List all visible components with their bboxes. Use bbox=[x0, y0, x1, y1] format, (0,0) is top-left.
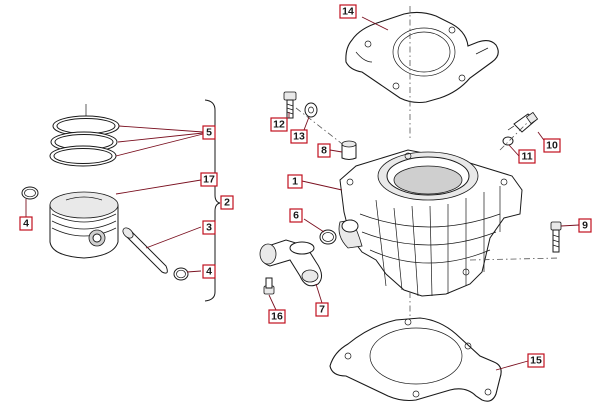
piston-rings bbox=[49, 104, 120, 167]
callout-3: 3 bbox=[202, 220, 216, 235]
callout-17: 17 bbox=[200, 172, 218, 187]
bolt-12 bbox=[283, 91, 297, 119]
callout-7-label: 7 bbox=[319, 304, 325, 316]
callout-2-label: 2 bbox=[224, 197, 230, 209]
leader-14 bbox=[361, 16, 389, 31]
leader-1 bbox=[301, 180, 343, 191]
callout-4-left-label: 4 bbox=[23, 218, 29, 230]
callout-14-label: 14 bbox=[342, 6, 354, 18]
leader-9 bbox=[560, 224, 580, 227]
leader-15 bbox=[495, 360, 529, 371]
callout-9-label: 9 bbox=[582, 220, 588, 232]
washer-13 bbox=[304, 102, 318, 118]
callout-8-label: 8 bbox=[321, 145, 327, 157]
piston-pin bbox=[122, 227, 168, 274]
leader-11 bbox=[508, 144, 520, 157]
callout-15: 15 bbox=[527, 353, 545, 368]
callout-17-label: 17 bbox=[203, 174, 215, 186]
callout-12: 12 bbox=[270, 117, 288, 132]
leaders-piston-group bbox=[25, 125, 204, 273]
sensor-centerline bbox=[499, 121, 529, 151]
cylinder-block bbox=[338, 149, 523, 297]
callout-13: 13 bbox=[290, 129, 308, 144]
leader-16 bbox=[268, 294, 277, 311]
callout-10-label: 10 bbox=[546, 140, 558, 152]
bolt-centerline bbox=[469, 257, 561, 261]
water-fitting-7 bbox=[259, 239, 322, 287]
callout-5-label: 5 bbox=[206, 127, 212, 139]
callout-3-label: 3 bbox=[206, 222, 212, 234]
bolt-16 bbox=[263, 277, 275, 295]
callout-6: 6 bbox=[289, 208, 303, 223]
piston-group-bracket bbox=[204, 99, 221, 302]
leader-6 bbox=[303, 218, 325, 233]
bolt-9 bbox=[550, 221, 562, 253]
bolt-12-centerline bbox=[295, 107, 351, 151]
leader-13 bbox=[303, 116, 310, 131]
callout-12-label: 12 bbox=[273, 119, 285, 131]
callout-13-label: 13 bbox=[293, 131, 305, 143]
callout-10: 10 bbox=[543, 138, 561, 153]
leader-7 bbox=[315, 283, 323, 304]
callout-16: 16 bbox=[268, 309, 286, 324]
cylinder-base-gasket bbox=[329, 317, 502, 402]
o-ring-6 bbox=[319, 229, 337, 245]
dowel-pin-8 bbox=[341, 140, 357, 160]
callout-14: 14 bbox=[339, 4, 357, 19]
callout-4-left: 4 bbox=[19, 216, 33, 231]
callout-4-right: 4 bbox=[202, 264, 216, 279]
callout-8: 8 bbox=[317, 143, 331, 158]
callout-2: 2 bbox=[220, 195, 234, 210]
sensor-10 bbox=[507, 111, 539, 133]
callout-16-label: 16 bbox=[271, 311, 283, 323]
circlip-left bbox=[21, 186, 39, 200]
callout-5: 5 bbox=[202, 125, 216, 140]
callout-11-label: 11 bbox=[521, 151, 532, 163]
circlip-right bbox=[173, 267, 189, 281]
leader-8 bbox=[329, 149, 343, 153]
callout-6-label: 6 bbox=[293, 210, 299, 222]
callout-1: 1 bbox=[287, 174, 303, 189]
callout-4-right-label: 4 bbox=[206, 266, 212, 278]
callout-7: 7 bbox=[315, 302, 329, 317]
cylinder-head-gasket bbox=[345, 11, 499, 104]
callout-11: 11 bbox=[518, 149, 536, 164]
piston bbox=[49, 191, 119, 259]
callout-1-label: 1 bbox=[292, 176, 298, 188]
callout-9: 9 bbox=[578, 218, 592, 233]
callout-15-label: 15 bbox=[530, 355, 542, 367]
